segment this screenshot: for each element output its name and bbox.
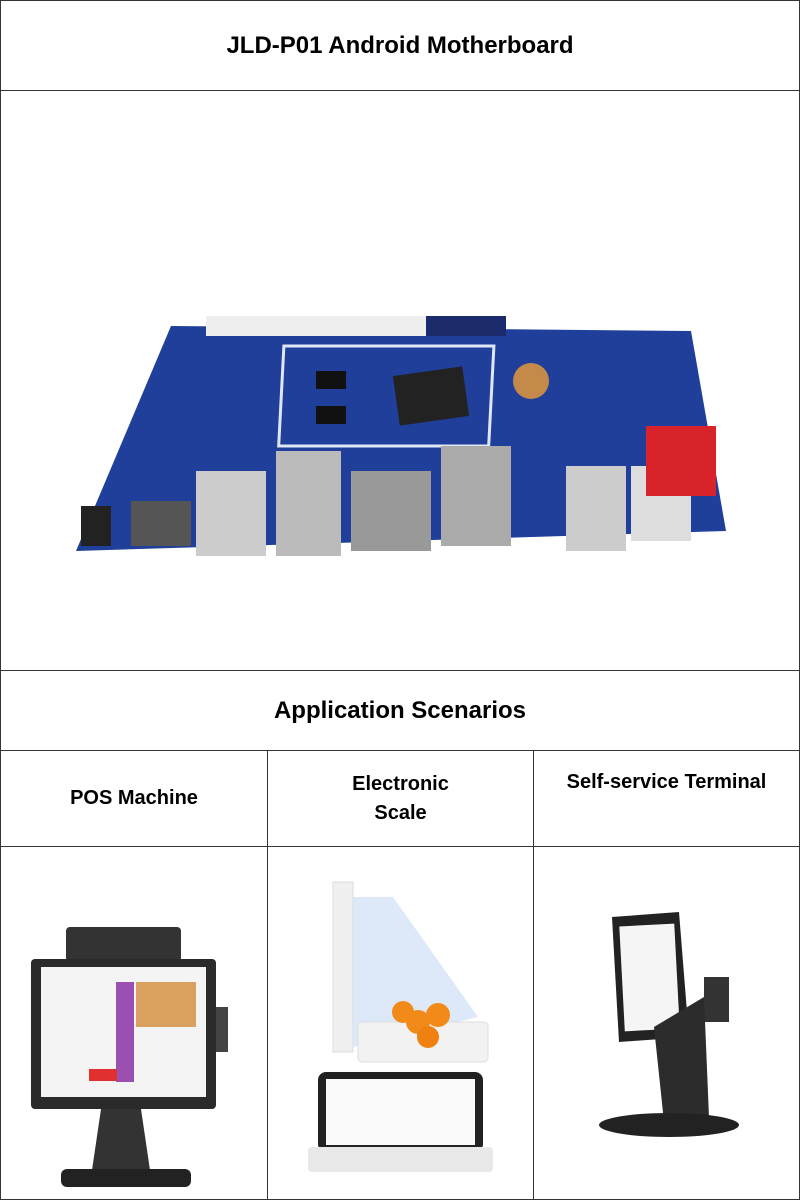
motherboard-image <box>76 316 726 556</box>
self-service-terminal-image <box>599 912 739 1137</box>
scenario-label: Electronic Scale <box>352 772 449 824</box>
section-title-cell: Application Scenarios <box>0 670 800 751</box>
scenario-header-kiosk: Self-service Terminal <box>533 750 800 847</box>
scenario-label: Self-service Terminal <box>566 771 767 793</box>
kiosk-image-cell <box>533 846 800 1200</box>
page-title: JLD-P01 Android Motherboard <box>226 31 574 59</box>
scenario-label: POS Machine <box>70 787 198 809</box>
pos-image-cell <box>0 846 268 1200</box>
pos-machine-image <box>31 927 228 1187</box>
title-cell: JLD-P01 Android Motherboard <box>0 0 800 91</box>
scenario-header-scale: Electronic Scale <box>267 750 534 847</box>
electronic-scale-image <box>308 881 493 1172</box>
scale-image-cell <box>267 846 534 1200</box>
motherboard-image-cell <box>0 90 800 671</box>
scenario-header-pos: POS Machine <box>0 750 268 847</box>
section-title: Application Scenarios <box>273 696 527 724</box>
